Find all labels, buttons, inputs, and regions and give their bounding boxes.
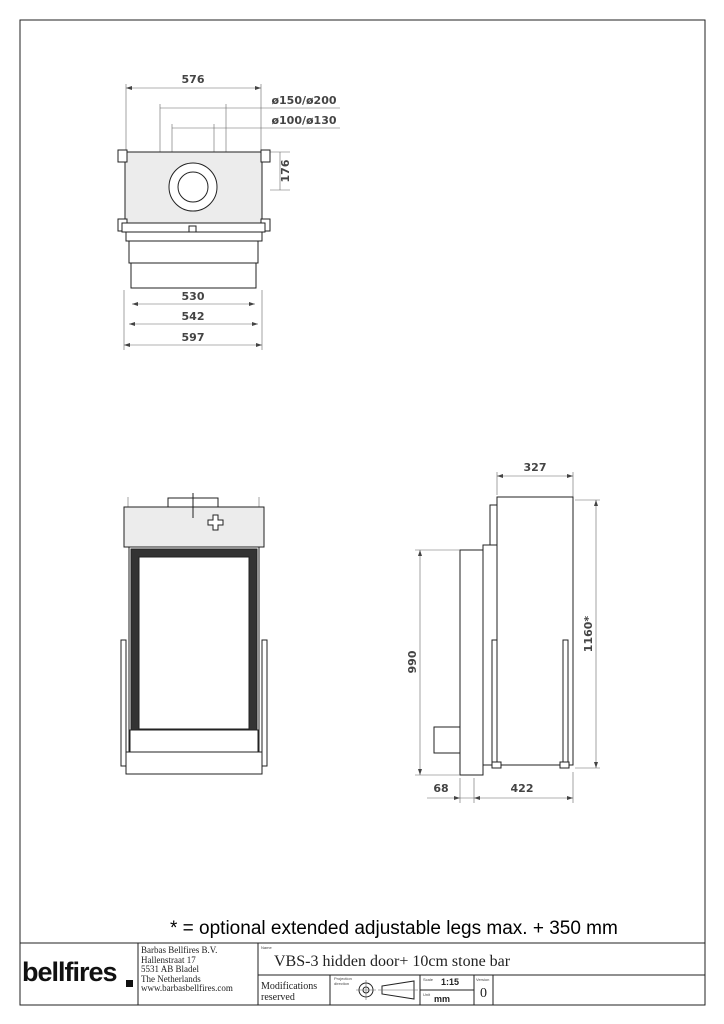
top-view: 576 ø150/ø200 ø100/ø130 176 530	[117, 73, 340, 350]
unit-caption: Unit	[423, 992, 431, 997]
bellfires-logo: bellfires	[22, 957, 118, 987]
dim-530-label: 530	[182, 290, 205, 303]
dim-576-label: 576	[182, 73, 205, 86]
front-view	[120, 493, 268, 775]
company-country: The Netherlands	[141, 973, 201, 984]
side-view: 327 1160* 990 68 422	[406, 461, 600, 803]
projection-caption: Projection direction	[334, 976, 352, 986]
company-website: www.barbasbellfires.com	[141, 983, 233, 993]
scale-value: 1:15	[441, 977, 460, 987]
name-caption: Name	[261, 945, 272, 950]
dim-990-label: 990	[406, 650, 419, 673]
dim-flue-outer-label: ø150/ø200	[271, 94, 336, 107]
unit-value: mm	[434, 994, 451, 1004]
logo-dot	[126, 980, 133, 987]
company-street: Hallenstraat 17	[141, 954, 196, 965]
title-block-frame	[20, 942, 705, 1005]
dim-1160-label: 1160*	[582, 616, 595, 653]
sheet-border	[19, 19, 706, 1006]
dim-68-label: 68	[433, 782, 448, 795]
scale-caption: Scale	[423, 977, 434, 982]
company-city: 5531 AB Bladel	[141, 964, 199, 974]
dim-597-label: 597	[182, 331, 205, 344]
product-name: VBS-3 hidden door+ 10cm stone bar	[274, 953, 511, 970]
dim-422-label: 422	[511, 782, 534, 795]
dim-flue-inner-label: ø100/ø130	[271, 114, 336, 127]
dim-327-label: 327	[524, 461, 547, 474]
modifications-note: Modifications reserved	[261, 981, 318, 1003]
dim-542-label: 542	[182, 310, 205, 323]
company-name: Barbas Bellfires B.V.	[141, 945, 218, 955]
dim-176-label: 176	[279, 159, 292, 182]
version-caption: Version	[476, 977, 490, 982]
company-address: Barbas Bellfires B.V. Hallenstraat 17 55…	[141, 945, 233, 994]
footnote: * = optional extended adjustable legs ma…	[170, 918, 618, 939]
version-value: 0	[480, 986, 487, 1001]
